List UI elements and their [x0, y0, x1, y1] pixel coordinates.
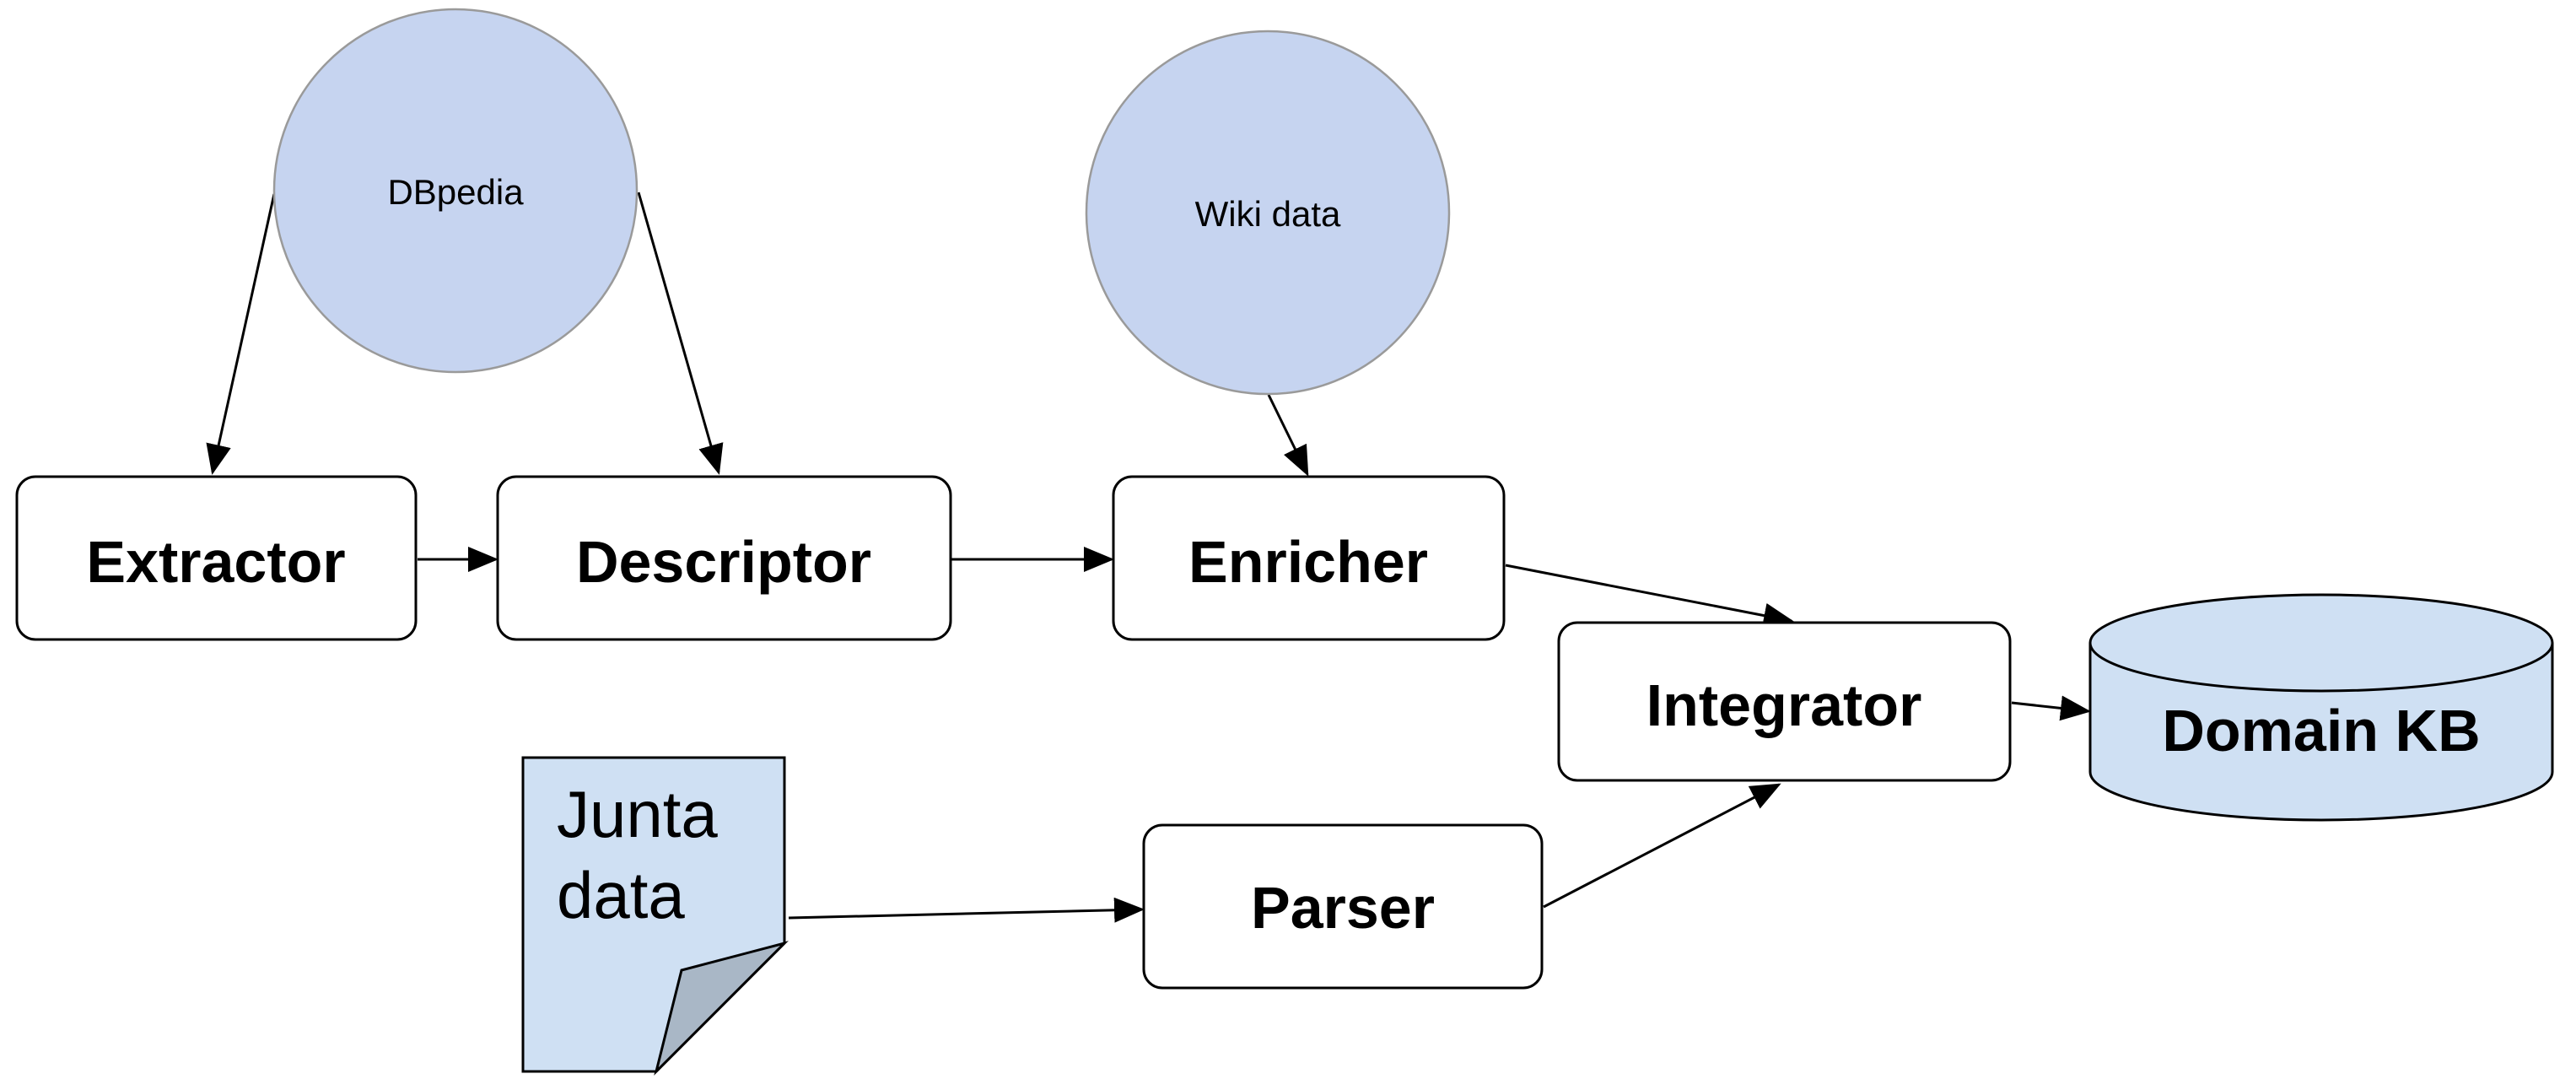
junta-data-node: Junta data	[521, 756, 789, 1076]
enricher-box	[1112, 475, 1506, 641]
enricher-node: Enricher	[1112, 475, 1506, 641]
junta-data-label-line2: data	[557, 858, 685, 932]
descriptor-node: Descriptor	[496, 475, 952, 641]
dbpedia-node: DBpedia	[272, 8, 639, 374]
wikidata-label: Wiki data	[1195, 194, 1341, 234]
extractor-label: Extractor	[86, 529, 345, 595]
edge-dbpedia-to-descriptor	[637, 192, 724, 475]
integrator-node: Integrator	[1557, 621, 2012, 782]
parser-label: Parser	[1251, 875, 1435, 941]
edge-junta-data-to-parser	[788, 897, 1145, 923]
descriptor-box	[496, 475, 952, 641]
edge-enricher-to-integrator	[1505, 564, 1794, 629]
domain-kb-label: Domain KB	[2162, 698, 2480, 764]
junta-data-label-line1: Junta	[557, 777, 718, 851]
domain-kb-cylinder-body	[2088, 643, 2554, 822]
extractor-box	[15, 475, 418, 641]
descriptor-label: Descriptor	[576, 529, 871, 595]
domain-kb-node: Domain KB	[2088, 593, 2554, 822]
extractor-node: Extractor	[15, 475, 418, 641]
edge-dbpedia-to-extractor	[206, 193, 276, 475]
integrator-label: Integrator	[1646, 672, 1922, 738]
wikidata-circle	[1085, 30, 1451, 396]
document-fold	[654, 941, 789, 1076]
parser-node: Parser	[1142, 823, 1544, 990]
integrator-box	[1557, 621, 2012, 782]
domain-kb-cylinder-top	[2088, 593, 2554, 693]
enricher-label: Enricher	[1188, 529, 1428, 595]
edge-wikidata-to-enricher	[1267, 394, 1309, 477]
dbpedia-label: DBpedia	[387, 172, 524, 212]
edge-parser-to-integrator	[1543, 783, 1781, 909]
dbpedia-circle	[272, 8, 639, 374]
edges	[206, 192, 2091, 923]
edge-integrator-to-domain-kb	[2011, 695, 2091, 721]
wikidata-node: Wiki data	[1085, 30, 1451, 396]
parser-box	[1142, 823, 1544, 990]
